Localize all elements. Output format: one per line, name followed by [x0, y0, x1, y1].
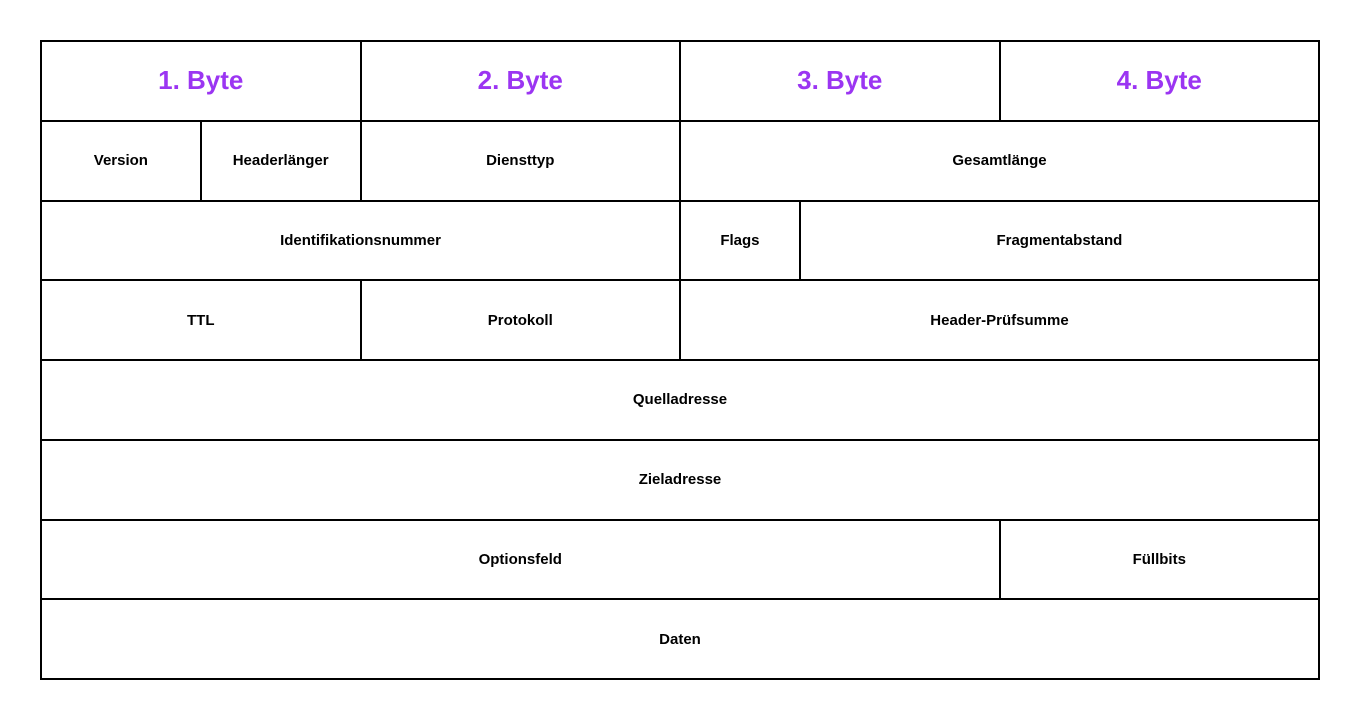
field-cell-ttl: TTL	[42, 281, 360, 359]
field-cell-headerlanger: Headerlänger	[201, 121, 360, 200]
field-cell-flags: Flags	[681, 201, 799, 280]
field-cell-zieladresse: Zieladresse	[42, 440, 1318, 519]
field-cell-header-prufsumme: Header-Prüfsumme	[681, 281, 1318, 359]
field-cell-quelladresse: Quelladresse	[42, 361, 1318, 439]
field-cell-identifikationsnummer: Identifikationsnummer	[42, 201, 679, 280]
byte-header-cell-2-byte: 2. Byte	[361, 42, 679, 120]
field-cell-fragmentabstand: Fragmentabstand	[800, 201, 1318, 280]
field-cell-protokoll: Protokoll	[361, 281, 679, 359]
field-cell-optionsfeld: Optionsfeld	[42, 520, 999, 599]
byte-header-cell-4-byte: 4. Byte	[1000, 42, 1318, 120]
field-cell-fullbits: Füllbits	[1000, 520, 1318, 599]
field-cell-gesamtlange: Gesamtlänge	[681, 121, 1318, 200]
byte-header-cell-1-byte: 1. Byte	[42, 42, 360, 120]
field-cell-version: Version	[42, 121, 200, 200]
field-cell-diensttyp: Diensttyp	[361, 121, 679, 200]
field-cell-daten: Daten	[42, 600, 1318, 678]
byte-header-cell-3-byte: 3. Byte	[681, 42, 999, 120]
